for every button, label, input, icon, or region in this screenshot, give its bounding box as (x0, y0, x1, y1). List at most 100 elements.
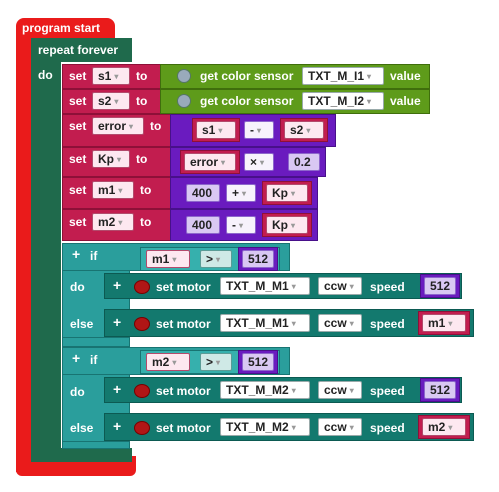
number-field[interactable]: 512 (424, 277, 456, 295)
var-m2-field[interactable]: m2▾ (422, 418, 466, 436)
var-m1-field[interactable]: m1▾ (422, 314, 466, 332)
number-field[interactable]: 400 (186, 184, 220, 202)
dropdown-arrow-icon: ▾ (216, 255, 221, 264)
var-kp-field[interactable]: Kp▾ (266, 184, 308, 202)
speed-label: speed (370, 317, 405, 331)
repeat-forever-label: repeat forever (38, 43, 119, 57)
dropdown-arrow-icon: ▾ (291, 282, 296, 291)
var-m1-field[interactable]: m1▾ (146, 250, 190, 268)
var-error-dropdown[interactable]: error▾ (92, 117, 144, 135)
if-end-cap-2 (62, 441, 130, 449)
dropdown-arrow-icon: ▾ (291, 386, 296, 395)
mutator-plus-icon[interactable]: + (72, 246, 81, 262)
dropdown-arrow-icon: ▾ (114, 72, 119, 81)
operator-dropdown[interactable]: ×▾ (244, 153, 274, 171)
direction-dropdown[interactable]: ccw▾ (318, 314, 362, 332)
number-field[interactable]: 0.2 (288, 153, 320, 171)
motor-dropdown[interactable]: TXT_M_M2▾ (220, 381, 310, 399)
program-start-block[interactable] (16, 18, 115, 38)
if-end-cap-1 (62, 337, 130, 347)
var-s1-field[interactable]: s1▾ (196, 121, 236, 139)
set-label: set (69, 152, 87, 166)
set-motor-label: set motor (156, 317, 211, 331)
dropdown-arrow-icon: ▾ (172, 255, 177, 264)
dropdown-arrow-icon: ▾ (349, 386, 354, 395)
dropdown-arrow-icon: ▾ (349, 282, 354, 291)
to-label: to (136, 152, 148, 166)
sensor-dropdown-i1[interactable]: TXT_M_I1▾ (302, 67, 384, 85)
var-s2-field[interactable]: s2▾ (284, 121, 324, 139)
motor-icon (134, 384, 150, 398)
repeat-forever-block[interactable] (31, 38, 132, 62)
var-s1-dropdown[interactable]: s1▾ (92, 67, 130, 85)
var-m2-field[interactable]: m2▾ (146, 353, 190, 371)
dropdown-arrow-icon: ▾ (349, 319, 354, 328)
mutator-plus-icon[interactable]: + (113, 277, 122, 293)
dropdown-arrow-icon: ▾ (367, 97, 372, 106)
mutator-plus-icon[interactable]: + (113, 314, 122, 330)
dropdown-arrow-icon: ▾ (260, 158, 265, 167)
dropdown-arrow-icon: ▾ (291, 423, 296, 432)
number-field[interactable]: 400 (186, 216, 220, 234)
speed-label: speed (370, 384, 405, 398)
if-do-label: do (70, 385, 85, 399)
dropdown-arrow-icon: ▾ (291, 319, 296, 328)
to-label: to (140, 183, 152, 197)
set-motor-label: set motor (156, 280, 211, 294)
set-motor-label: set motor (156, 384, 211, 398)
dropdown-arrow-icon: ▾ (306, 126, 311, 135)
if-label: if (90, 353, 98, 367)
repeat-body-bar (31, 60, 61, 458)
to-label: to (150, 119, 162, 133)
operator-dropdown[interactable]: >▾ (200, 353, 232, 371)
mutator-plus-icon[interactable]: + (113, 381, 122, 397)
set-label: set (69, 119, 87, 133)
palette-icon (177, 69, 191, 83)
number-field[interactable]: 512 (424, 381, 456, 399)
to-label: to (140, 215, 152, 229)
motor-dropdown[interactable]: TXT_M_M1▾ (220, 277, 310, 295)
repeat-do-label: do (38, 68, 53, 82)
operator-dropdown[interactable]: >▾ (200, 250, 232, 268)
operator-dropdown[interactable]: -▾ (226, 216, 256, 234)
to-label: to (136, 94, 148, 108)
var-m1-dropdown[interactable]: m1▾ (92, 181, 134, 199)
var-error-field[interactable]: error▾ (184, 153, 236, 171)
motor-dropdown[interactable]: TXT_M_M1▾ (220, 314, 310, 332)
dropdown-arrow-icon: ▾ (129, 122, 134, 131)
get-color-sensor-label: get color sensor (200, 69, 294, 83)
dropdown-arrow-icon: ▾ (118, 186, 123, 195)
direction-dropdown[interactable]: ccw▾ (318, 381, 362, 399)
repeat-end-cap (31, 448, 132, 462)
palette-icon (177, 94, 191, 108)
number-field[interactable]: 512 (242, 353, 274, 371)
if-do-label: do (70, 280, 85, 294)
get-color-sensor-block-1[interactable] (160, 64, 430, 89)
dropdown-arrow-icon: ▾ (221, 158, 226, 167)
dropdown-arrow-icon: ▾ (172, 358, 177, 367)
sensor-dropdown-i2[interactable]: TXT_M_I2▾ (302, 92, 384, 110)
var-m2-dropdown[interactable]: m2▾ (92, 213, 134, 231)
dropdown-arrow-icon: ▾ (216, 358, 221, 367)
dropdown-arrow-icon: ▾ (291, 221, 296, 230)
set-label: set (69, 215, 87, 229)
motor-icon (134, 421, 150, 435)
number-field[interactable]: 512 (242, 250, 274, 268)
direction-dropdown[interactable]: ccw▾ (318, 277, 362, 295)
mutator-plus-icon[interactable]: + (113, 418, 122, 434)
dropdown-arrow-icon: ▾ (117, 155, 122, 164)
dropdown-arrow-icon: ▾ (218, 126, 223, 135)
if-else-label: else (70, 317, 94, 331)
mutator-plus-icon[interactable]: + (72, 350, 81, 366)
operator-dropdown[interactable]: +▾ (226, 184, 256, 202)
var-kp-dropdown[interactable]: Kp▾ (92, 150, 130, 168)
var-kp-field[interactable]: Kp▾ (266, 216, 308, 234)
get-color-sensor-block-2[interactable] (160, 89, 430, 114)
dropdown-arrow-icon: ▾ (291, 189, 296, 198)
var-s2-dropdown[interactable]: s2▾ (92, 92, 130, 110)
if-label: if (90, 249, 98, 263)
operator-dropdown[interactable]: -▾ (244, 121, 274, 139)
direction-dropdown[interactable]: ccw▾ (318, 418, 362, 436)
motor-dropdown[interactable]: TXT_M_M2▾ (220, 418, 310, 436)
motor-icon (134, 280, 150, 294)
